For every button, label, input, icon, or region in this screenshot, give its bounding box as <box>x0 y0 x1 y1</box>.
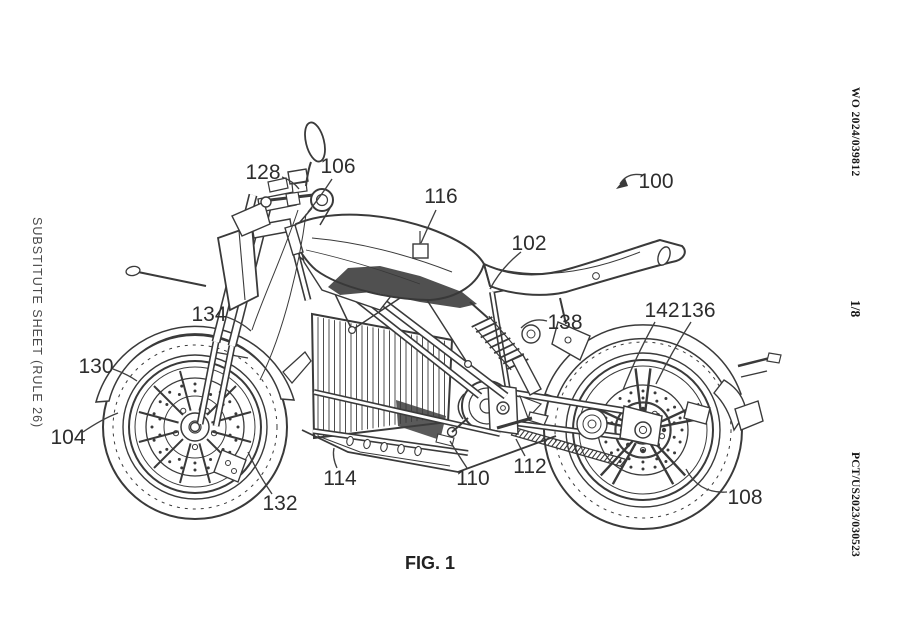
ref-label-136: 136 <box>680 299 715 322</box>
tail-bolt <box>592 272 600 280</box>
front-fender-tip <box>282 351 312 385</box>
headlamp-projector <box>310 188 334 212</box>
leader-128 <box>281 176 300 190</box>
pivot-bolt-center <box>500 405 506 411</box>
leader-134 <box>226 316 252 332</box>
sidestand <box>496 416 533 430</box>
ref-label-112: 112 <box>513 455 546 478</box>
lamp-bracket-2 <box>319 207 331 226</box>
shock-body <box>511 354 542 396</box>
frame-bolt <box>464 360 473 369</box>
leader-116 <box>420 209 437 244</box>
leader-110 <box>449 440 468 469</box>
mirror-stalk <box>305 161 312 187</box>
cable <box>259 213 307 381</box>
bracket-bolt <box>564 336 572 344</box>
leader-114 <box>332 447 338 469</box>
rear-axle <box>634 421 652 439</box>
ref-label-106: 106 <box>320 155 355 178</box>
shock-reservoir <box>521 324 541 344</box>
sidestand-foot <box>527 411 549 426</box>
leader-102 <box>489 251 522 290</box>
rear-caliper <box>683 401 711 425</box>
ref-label-110: 110 <box>456 467 489 490</box>
ref-label-108: 108 <box>727 486 762 509</box>
front-fender <box>94 325 296 403</box>
dash-display <box>267 177 289 193</box>
brake-lever-rod <box>451 417 469 433</box>
leader-130 <box>112 368 138 382</box>
ref-label-114: 114 <box>323 467 357 490</box>
leader-106 <box>307 178 333 213</box>
frame-bolt <box>348 326 357 335</box>
ref-label-134: 134 <box>191 303 226 326</box>
ref-label-138: 138 <box>547 311 582 334</box>
mirror <box>304 121 326 163</box>
footpeg <box>435 433 455 447</box>
belly-pan <box>301 429 557 473</box>
frame-rivet <box>346 435 354 447</box>
tank-texture-patch <box>328 266 477 308</box>
rear-fender <box>544 324 742 399</box>
rear-signal-tip <box>766 352 782 364</box>
belly-pan-seam <box>317 435 451 467</box>
caliper-bolt <box>231 468 237 474</box>
leader-132 <box>247 451 273 495</box>
fly-screen <box>231 201 271 237</box>
leader-136 <box>655 321 692 385</box>
leader-142 <box>622 321 656 391</box>
bar-end <box>260 196 272 208</box>
ref-label-116: 116 <box>424 185 457 208</box>
leader-100 <box>619 173 644 185</box>
bracket-strut <box>559 297 567 325</box>
front-signal-stalk <box>137 271 207 287</box>
frame-rivet <box>414 445 422 457</box>
output-pulley <box>576 408 608 440</box>
arrowhead-100 <box>616 178 628 189</box>
rear-axle-nut <box>638 425 648 435</box>
seat-front-edge <box>483 263 491 287</box>
ref-label-130: 130 <box>78 355 113 378</box>
front-signal <box>125 265 141 277</box>
reference-labels: 100 102 104 106 108 110 112 114 116 128 … <box>50 155 762 515</box>
taillight <box>657 246 671 266</box>
leader-108 <box>685 468 728 493</box>
callout-square-116 <box>412 243 429 259</box>
rear-signal-lower <box>740 370 768 378</box>
figure-caption: FIG. 1 <box>405 553 455 573</box>
leader-104 <box>82 412 119 433</box>
tank-seam <box>311 237 453 273</box>
shock-reservoir-cap <box>526 329 536 339</box>
ref-label-104: 104 <box>50 426 85 449</box>
frame-rivet <box>397 443 405 455</box>
license-bracket <box>734 400 764 431</box>
cowl-crease <box>238 230 246 301</box>
seat-seam <box>493 251 641 275</box>
ref-label-132: 132 <box>262 492 297 515</box>
under-battery-shadow <box>396 400 446 440</box>
leader-112 <box>515 438 526 457</box>
caliper-bolt <box>225 460 231 466</box>
ref-label-142: 142 <box>644 299 679 322</box>
ref-label-102: 102 <box>511 232 546 255</box>
bar-riser <box>285 191 301 207</box>
leader-lines <box>82 173 728 495</box>
brake-line <box>251 209 299 331</box>
frame-rivet <box>380 441 388 453</box>
frame-rivet <box>363 438 371 450</box>
ref-label-100: 100 <box>638 170 673 193</box>
pivot-bolt <box>496 401 510 415</box>
ref-label-128: 128 <box>245 161 280 184</box>
front-axle-nut <box>189 421 201 433</box>
leader-138 <box>520 319 548 329</box>
shock-linkage <box>518 394 543 420</box>
front-caliper <box>213 449 247 483</box>
